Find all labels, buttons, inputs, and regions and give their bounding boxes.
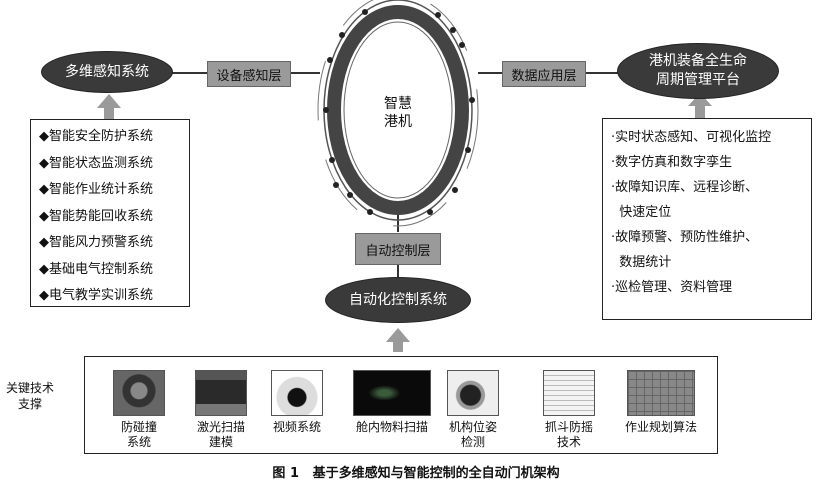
- list-item: ◆电气教学实训系统: [39, 288, 153, 303]
- tech-item-cabin-scan: 舱内物料扫描: [344, 370, 440, 435]
- list-item: ·故障预警、预防性维护、: [611, 230, 759, 245]
- list-item: ·实时状态感知、可视化监控: [611, 130, 772, 145]
- center-ring: [317, 0, 479, 227]
- list-item: ◆智能风力预警系统: [39, 235, 153, 250]
- list-item: 数据统计: [611, 255, 672, 270]
- key-tech-label: 关键技术 支撑: [5, 381, 54, 411]
- list-item: ·故障知识库、远程诊断、: [611, 180, 759, 195]
- figure-caption: 图 1 基于多维感知与智能控制的全自动门机架构: [272, 466, 560, 481]
- tech-item-anti-sway: 抓斗防摇 技术: [530, 370, 608, 450]
- right-feature-list: ·实时状态感知、可视化监控 ·数字仿真和数字孪生 ·故障知识库、远程诊断、 快速…: [602, 118, 812, 320]
- camera-icon: [271, 370, 323, 416]
- tech-label: 机构位姿 检测: [448, 420, 497, 449]
- tech-item-planning-algorithm: 作业规划算法: [616, 370, 706, 435]
- tech-label: 抓斗防摇 技术: [544, 420, 593, 449]
- scan-image-icon: [353, 370, 431, 416]
- tech-label: 作业规划算法: [624, 420, 697, 434]
- tech-label: 激光扫描 建模: [196, 420, 245, 449]
- tech-item-video: 视频系统: [258, 370, 336, 435]
- arrow-right-shaft: [695, 104, 705, 118]
- list-item: ◆智能作业统计系统: [39, 182, 153, 197]
- laser-scanner-icon: [195, 370, 247, 416]
- arrow-left-head: [97, 94, 121, 108]
- list-item: ◆智能安全防护系统: [39, 129, 153, 144]
- list-item: ◆基础电气控制系统: [39, 261, 153, 277]
- tech-label: 视频系统: [272, 420, 321, 434]
- collision-sensor-icon: [113, 370, 165, 416]
- arrow-bottom-shaft: [393, 340, 403, 352]
- tech-item-anti-collision: 防碰撞 系统: [100, 370, 178, 450]
- lifecycle-platform-node: 港机装备全生命 周期管理平台: [618, 44, 778, 98]
- list-item: ·数字仿真和数字孪生: [611, 155, 733, 170]
- document-icon: [543, 370, 595, 416]
- tech-item-pose-detection: 机构位姿 检测: [434, 370, 512, 450]
- encoder-icon: [447, 370, 499, 416]
- list-item: ◆智能状态监测系统: [39, 155, 153, 171]
- list-item: ·巡检管理、资料管理: [611, 280, 733, 295]
- arrow-bottom-head: [386, 328, 410, 342]
- tech-item-laser-scan: 激光扫描 建模: [182, 370, 260, 450]
- device-sensing-layer: 设备感知层: [207, 61, 291, 87]
- grid-plan-icon: [627, 370, 695, 416]
- list-item: 快速定位: [611, 205, 672, 220]
- tech-label: 舱内物料扫描: [355, 420, 428, 434]
- center-label: 智慧 港机: [384, 96, 412, 130]
- data-application-layer: 数据应用层: [502, 61, 586, 87]
- list-item: ◆智能势能回收系统: [39, 208, 153, 224]
- multi-sensing-system-node: 多维感知系统: [42, 52, 172, 92]
- arrow-right-head: [688, 93, 712, 106]
- left-system-list: ◆智能安全防护系统 ◆智能状态监测系统 ◆智能作业统计系统 ◆智能势能回收系统 …: [30, 119, 190, 307]
- tech-label: 防碰撞 系统: [120, 420, 157, 449]
- automation-control-system-node: 自动化控制系统: [326, 278, 470, 322]
- arrow-left-shaft: [104, 106, 114, 120]
- auto-control-layer: 自动控制层: [355, 233, 441, 265]
